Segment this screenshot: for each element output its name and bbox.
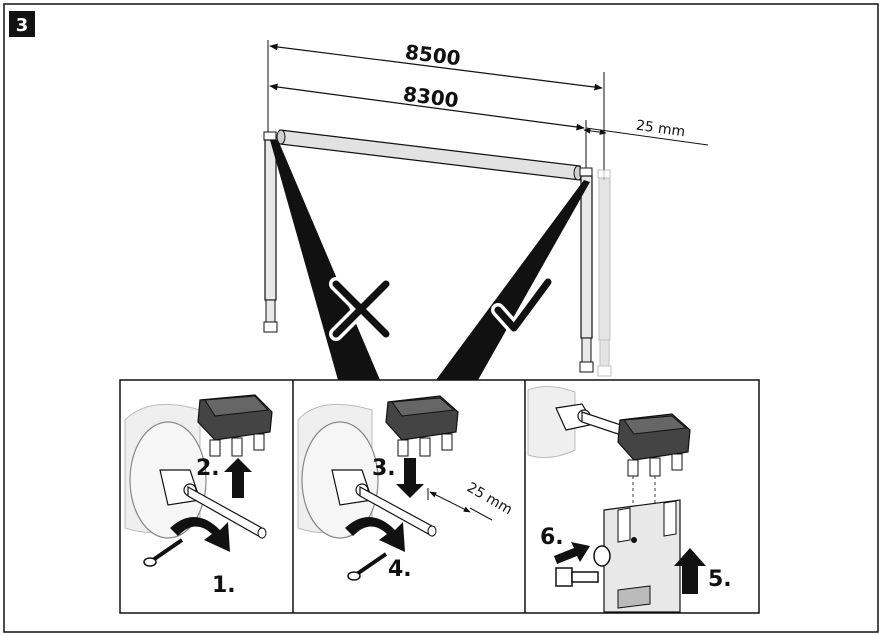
offset-arrow <box>583 128 607 135</box>
panel-remove-cap: 2. 1. <box>124 394 273 598</box>
pole-base-screw <box>617 585 651 609</box>
page-frame <box>3 3 879 633</box>
overview-illustration: 8500 8300 25 mm <box>263 40 709 380</box>
dimension-line-8300 <box>269 83 585 131</box>
arrow-down-icon <box>396 458 424 498</box>
step-label-5: 5. <box>708 567 732 592</box>
panel-mount-pole: 5. 6. <box>527 386 732 613</box>
cap-component <box>617 413 691 477</box>
bolt-icon <box>555 567 599 587</box>
rotate-arrow-icon <box>345 516 405 552</box>
step-label-4: 4. <box>388 557 412 582</box>
tube-drum <box>527 386 576 459</box>
left-pole <box>263 131 278 333</box>
arrow-push-icon <box>554 542 590 564</box>
dimension-line-8500 <box>269 43 603 91</box>
correct-mark-icon <box>491 275 555 335</box>
panel-position-cap: 3. 25 mm 4. <box>297 395 515 582</box>
screw-icon <box>143 538 184 567</box>
pole-profile <box>603 499 681 613</box>
incorrect-mark-icon <box>329 277 393 341</box>
ghost-pole <box>597 169 612 377</box>
callout-cone-correct <box>436 180 590 380</box>
dimension-label-8500: 8500 <box>404 40 462 71</box>
step-label-6: 6. <box>540 525 564 550</box>
step-badge-label: 3 <box>16 15 29 36</box>
tube-end-left <box>276 129 286 145</box>
screw-icon <box>347 552 388 581</box>
cap-component <box>385 395 459 457</box>
washer-icon <box>593 545 611 567</box>
arrow-up-icon <box>224 458 252 498</box>
rotate-arrow-icon <box>170 516 230 552</box>
step-badge: 3 <box>9 11 35 37</box>
step-label-3: 3. <box>372 456 396 481</box>
offset-arrow-detail <box>429 491 471 513</box>
arrow-up-icon <box>674 548 706 594</box>
roller-tube <box>279 129 581 181</box>
offset-label: 25 mm <box>635 118 686 141</box>
right-pole <box>579 167 594 373</box>
step-label-2: 2. <box>196 456 220 481</box>
callout-cone-wrong <box>270 140 380 380</box>
dimension-label-8300: 8300 <box>402 82 460 113</box>
cap-component <box>197 394 273 457</box>
step-label-1: 1. <box>212 573 236 598</box>
